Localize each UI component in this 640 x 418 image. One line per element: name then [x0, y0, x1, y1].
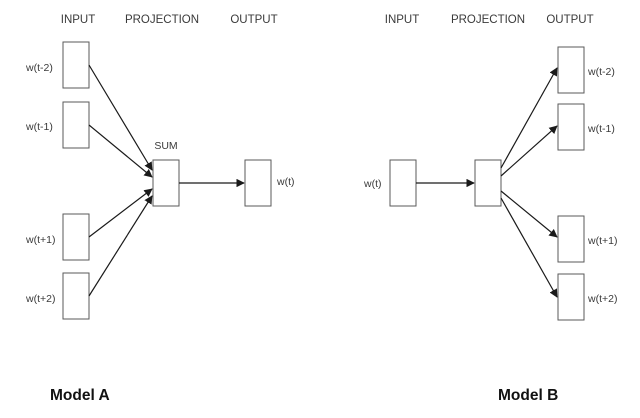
model-b-projection-box [474, 159, 502, 207]
model-a-arrow-4 [88, 195, 153, 297]
model-a-input-box-2 [62, 101, 90, 149]
model-b-output-label-2: w(t-1) [587, 123, 615, 135]
model-a-output-header: OUTPUT [230, 14, 277, 26]
model-b-output-label-1: w(t-2) [587, 66, 615, 78]
model-a-input-box-3 [62, 213, 90, 261]
model-a-caption: Model A [50, 387, 110, 404]
model-b-arrow-2 [500, 125, 558, 177]
model-b-output-header: OUTPUT [546, 14, 593, 26]
model-b-output-box-4 [557, 273, 585, 321]
model-a: INPUT PROJECTION OUTPUT w(t-2) w(t-1) w(… [25, 14, 295, 404]
model-b-projection-header: PROJECTION [451, 14, 525, 26]
model-b-output-box-3 [557, 215, 585, 263]
model-b-output-box-1 [557, 46, 585, 94]
model-b-output-box-2 [557, 103, 585, 151]
model-b: INPUT PROJECTION OUTPUT w(t) w(t-2) w(t-… [363, 14, 617, 404]
model-b-arrow-3 [500, 190, 558, 238]
model-b-arrow-1 [500, 67, 558, 169]
model-b-input-header: INPUT [385, 14, 420, 26]
model-a-input-label-1: w(t-2) [25, 62, 53, 74]
model-a-input-header: INPUT [61, 14, 96, 26]
model-b-arrow-4 [500, 197, 558, 298]
model-a-input-label-4: w(t+2) [25, 293, 55, 305]
model-a-sum-label: SUM [154, 140, 177, 152]
model-b-output-label-4: w(t+2) [587, 293, 617, 305]
model-a-output-label: w(t) [276, 176, 295, 188]
model-a-arrow-1 [88, 64, 153, 171]
model-b-output-label-3: w(t+1) [587, 235, 617, 247]
model-a-arrow-2 [88, 124, 153, 178]
model-b-caption: Model B [498, 387, 558, 404]
model-a-arrow-3 [88, 188, 153, 238]
model-a-input-box-4 [62, 272, 90, 320]
model-a-projection-header: PROJECTION [125, 14, 199, 26]
model-b-input-box [389, 159, 417, 207]
model-a-input-label-3: w(t+1) [25, 234, 55, 246]
model-a-input-label-2: w(t-1) [25, 121, 53, 133]
model-a-input-box-1 [62, 41, 90, 89]
model-a-projection-box [152, 159, 180, 207]
model-a-output-box [244, 159, 272, 207]
model-b-input-label: w(t) [363, 178, 382, 190]
